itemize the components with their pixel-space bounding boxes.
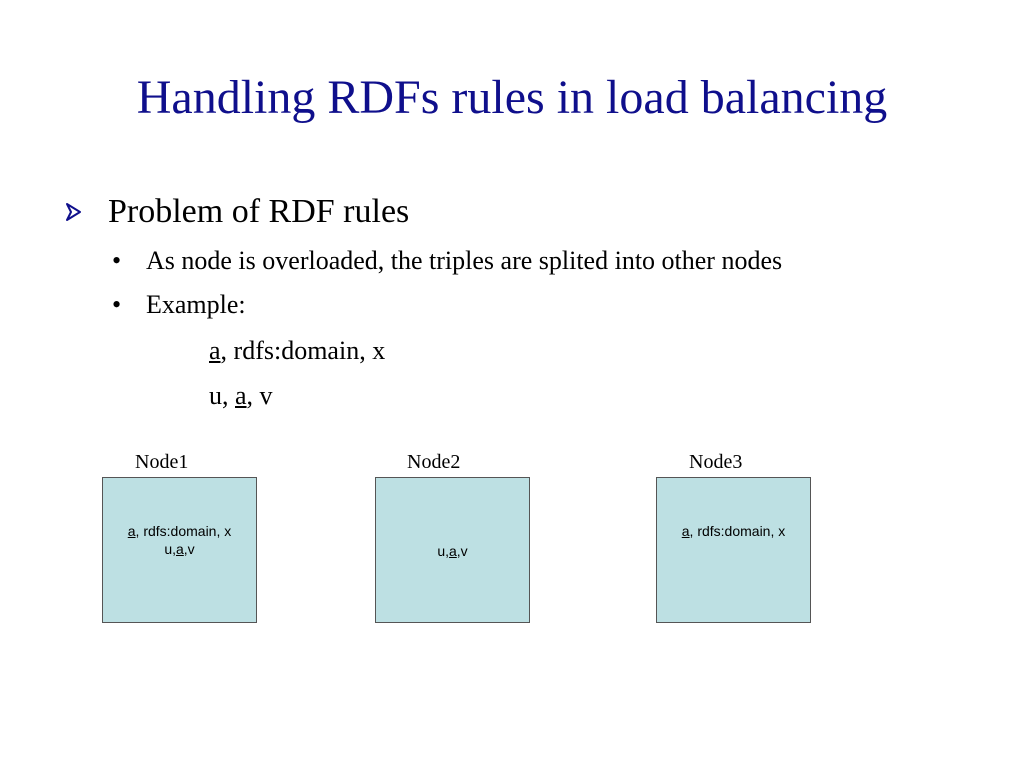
node1-triple-2: u,a,v [103,540,256,558]
example-line-2: u, a, v [209,379,273,413]
node1-triple-1: a, rdfs:domain, x [103,522,256,540]
node1-box: a, rdfs:domain, x u,a,v [102,477,257,623]
underlined-a: a [127,523,136,539]
node1-triple-1-rest: , rdfs:domain, x [135,523,232,539]
bullet-example-text: Example: [146,290,246,319]
underlined-a: a [209,336,221,365]
node1-label: Node1 [135,451,189,473]
node3-box: a, rdfs:domain, x [656,477,811,623]
example-line-2-after: , v [246,381,273,410]
arrowhead-bullet-icon [66,203,81,221]
node2-label: Node2 [407,451,461,473]
node2-triple-1-after: ,v [456,543,468,559]
node3-triple-1-rest: , rdfs:domain, x [689,523,786,539]
underlined-a: a [235,381,247,410]
underlined-a: a [681,523,690,539]
slide-title: Handling RDFs rules in load balancing [136,71,888,124]
bullet-dot: • [112,246,122,275]
bullet-problem-text: Problem of RDF rules [108,193,410,230]
node2-triple-1: u,a,v [376,542,529,560]
example-line-1: a, rdfs:domain, x [209,334,385,368]
node3-label: Node3 [689,451,743,473]
node3-triple-1: a, rdfs:domain, x [657,522,810,540]
node2-triple-1-before: u, [437,543,449,559]
node1-triple-2-before: u, [164,541,176,557]
bullet-dot: • [112,290,122,319]
underlined-a: a [176,541,184,557]
node1-triple-2-after: ,v [183,541,195,557]
example-line-2-before: u, [209,381,235,410]
node2-box: u,a,v [375,477,530,623]
example-line-1-rest: , rdfs:domain, x [220,336,386,365]
bullet-overloaded-text: As node is overloaded, the triples are s… [146,246,783,275]
underlined-a: a [449,543,457,559]
